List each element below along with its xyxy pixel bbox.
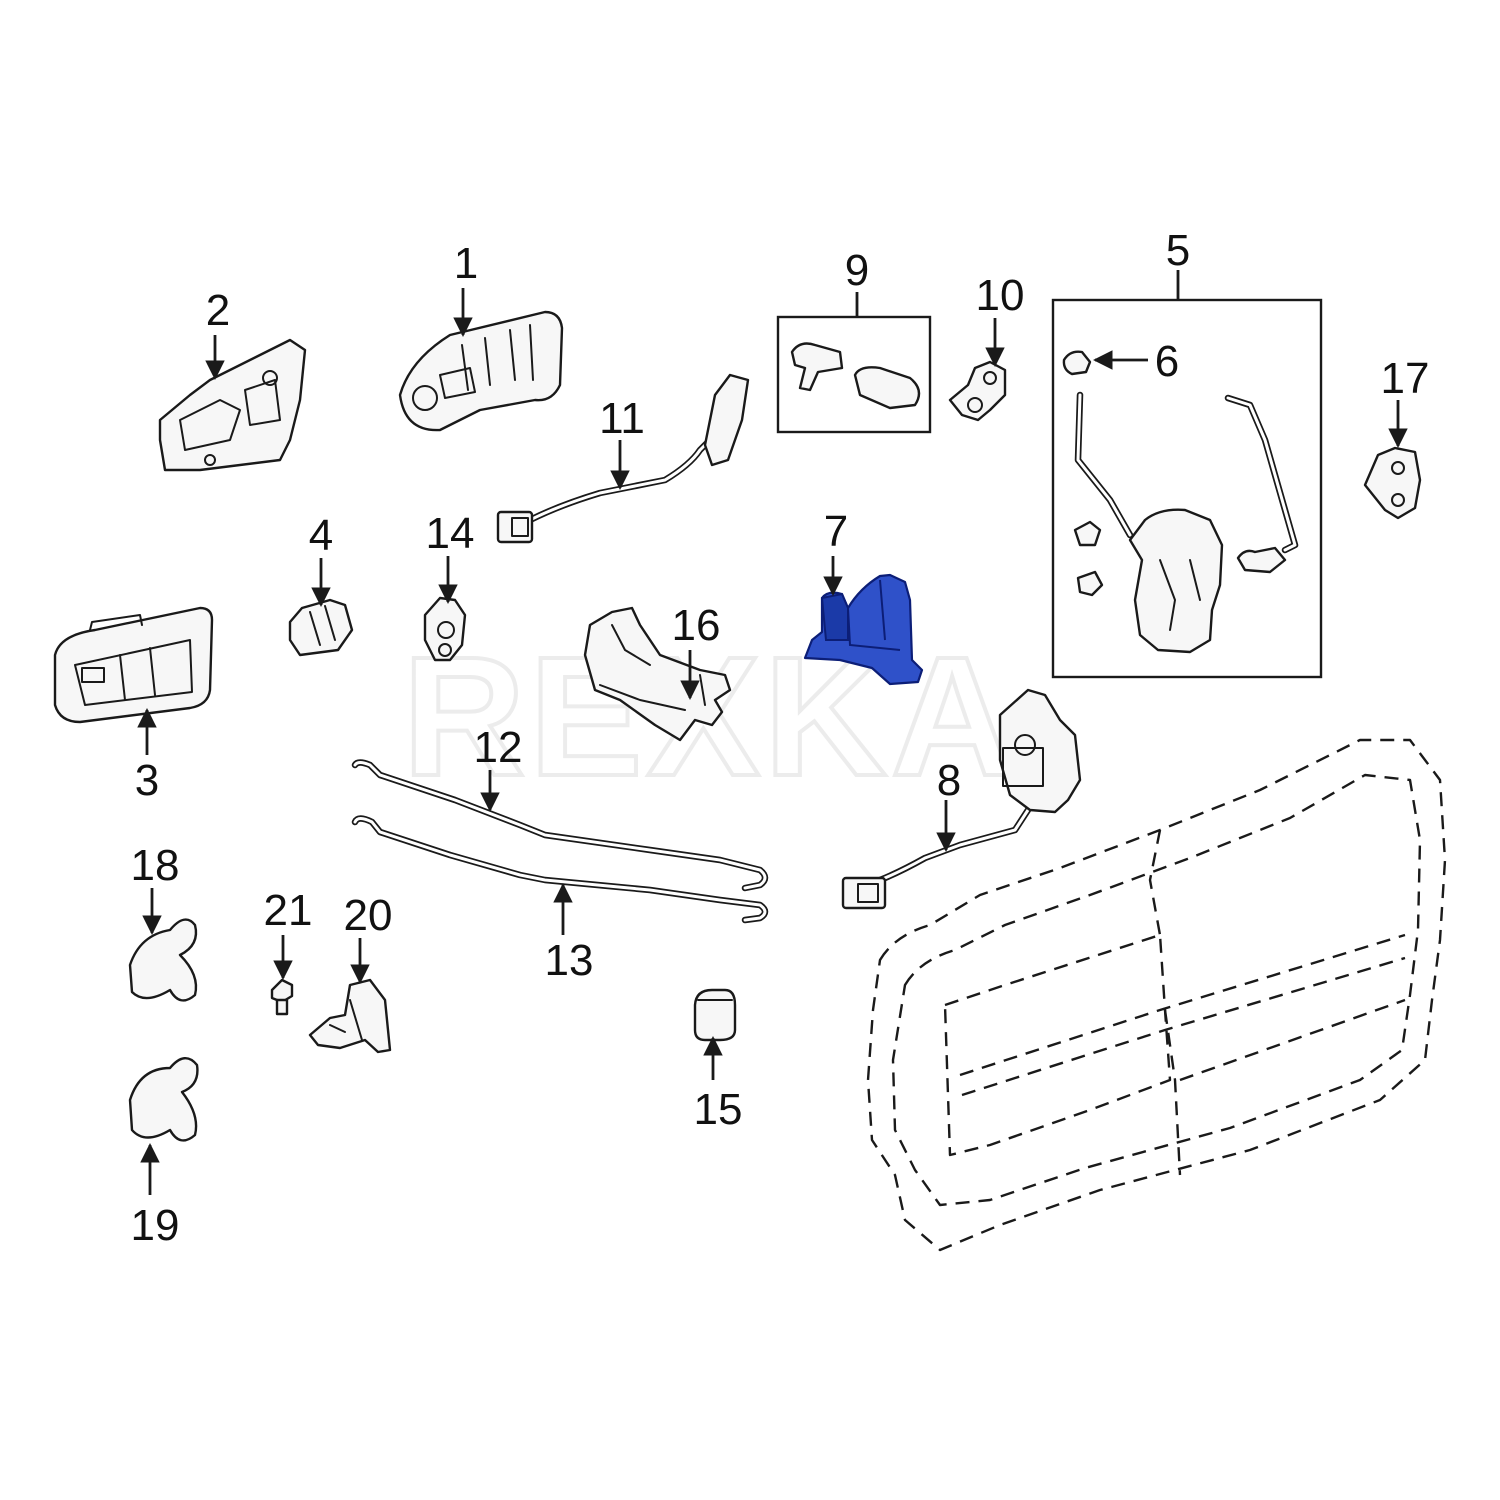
part-9-kit [776, 315, 932, 434]
callout-labels: 1 2 3 4 5 6 7 8 9 10 11 12 13 14 15 16 1… [131, 226, 1430, 1250]
part-13-rod [351, 815, 769, 924]
part-18-pad [128, 918, 198, 1002]
callout-11: 11 [599, 394, 645, 443]
part-11-cable [496, 373, 750, 544]
part-19-pad [128, 1057, 199, 1142]
callout-21: 21 [264, 886, 313, 935]
part-17-striker [1363, 446, 1422, 520]
callout-4: 4 [309, 511, 333, 560]
part-5-latch-assembly [1051, 298, 1323, 679]
callout-5: 5 [1166, 226, 1190, 275]
callout-17: 17 [1381, 354, 1430, 403]
part-4-clip [288, 598, 354, 657]
part-2-bracket [158, 338, 307, 472]
callout-19: 19 [131, 1201, 180, 1250]
part-12-rod [351, 759, 769, 892]
part-21-bolt [270, 978, 294, 1016]
callout-16: 16 [672, 601, 721, 650]
callout-12: 12 [474, 723, 523, 772]
callout-14: 14 [426, 509, 475, 558]
callout-1: 1 [454, 239, 478, 288]
part-9-box [776, 315, 932, 434]
callout-6: 6 [1155, 337, 1179, 386]
callout-7: 7 [824, 507, 848, 556]
callout-9: 9 [845, 246, 869, 295]
part-5-box [1051, 298, 1323, 679]
part-15-cap [693, 988, 737, 1042]
callout-20: 20 [344, 891, 393, 940]
part-8-actuator [841, 688, 1082, 910]
part-1-outer-handle [398, 310, 564, 432]
door-outline [866, 738, 1447, 1252]
part-10-bracket [948, 360, 1007, 422]
leader-lines [137, 270, 1408, 1195]
callout-15: 15 [694, 1085, 743, 1134]
callout-18: 18 [131, 841, 180, 890]
part-16-bracket [583, 606, 732, 742]
part-20-bracket [308, 978, 392, 1054]
part-3-inside-handle [53, 606, 214, 724]
callout-8: 8 [937, 756, 961, 805]
callout-13: 13 [545, 936, 594, 985]
callout-3: 3 [135, 756, 159, 805]
callout-10: 10 [976, 271, 1025, 320]
callout-2: 2 [206, 286, 230, 335]
